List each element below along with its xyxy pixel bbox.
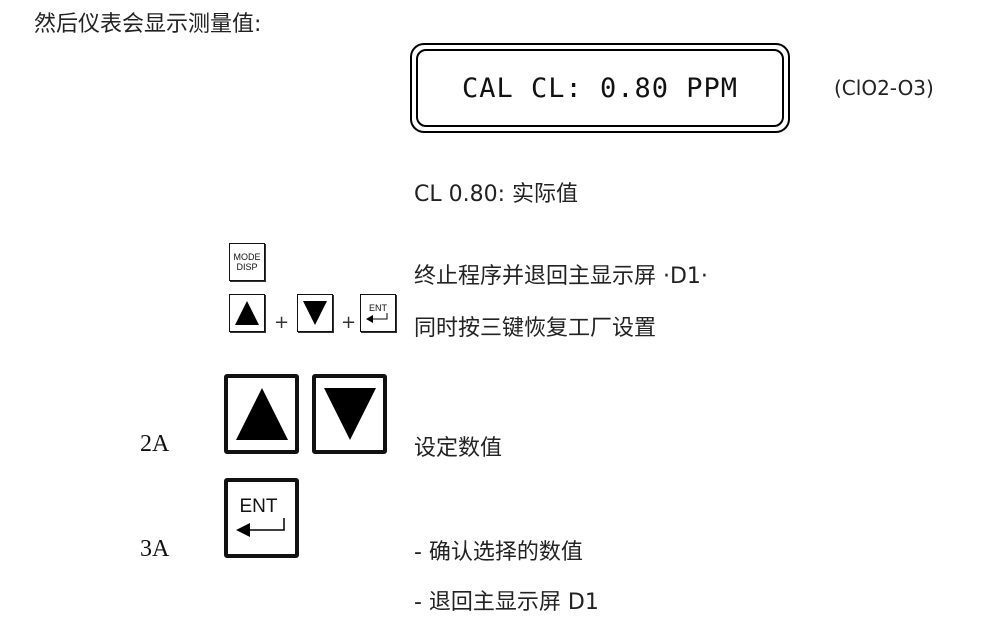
intro-text: 然后仪表会显示测量值:	[34, 12, 262, 37]
set-value-instruction: 设定数值	[414, 436, 503, 461]
up-triangle-icon	[235, 301, 259, 325]
step-2a-label: 2A	[140, 431, 170, 457]
ent-key-small[interactable]: ENT	[360, 294, 396, 332]
mode-instruction: 终止程序并退回主显示屏 ·D1·	[414, 264, 708, 289]
up-triangle-icon	[235, 388, 288, 440]
confirm-instruction: - 确认选择的数值	[414, 540, 583, 565]
ent-label: ENT	[369, 303, 387, 313]
ent-label: ENT	[239, 496, 278, 517]
lcd-display: CAL CL: 0.80 PPM	[410, 43, 790, 133]
ent-key[interactable]: ENT	[224, 478, 299, 558]
lcd-text: CAL CL: 0.80 PPM	[416, 49, 784, 127]
plus-sign: +	[341, 312, 357, 333]
formula-label: (ClO2-O3)	[834, 76, 934, 100]
actual-value-text: CL 0.80: 实际值	[414, 182, 579, 207]
return-instruction: - 退回主显示屏 D1	[414, 590, 599, 615]
enter-arrow-icon	[366, 313, 388, 323]
step-3a-label: 3A	[140, 536, 170, 562]
down-key-small[interactable]	[297, 294, 333, 332]
down-key[interactable]	[312, 374, 387, 454]
up-key[interactable]	[224, 374, 299, 454]
reset-instruction: 同时按三键恢复工厂设置	[414, 316, 657, 341]
down-triangle-icon	[323, 388, 376, 440]
plus-sign: +	[274, 312, 290, 333]
down-triangle-icon	[303, 301, 327, 325]
up-key-small[interactable]	[229, 294, 265, 332]
enter-arrow-icon	[235, 518, 285, 537]
